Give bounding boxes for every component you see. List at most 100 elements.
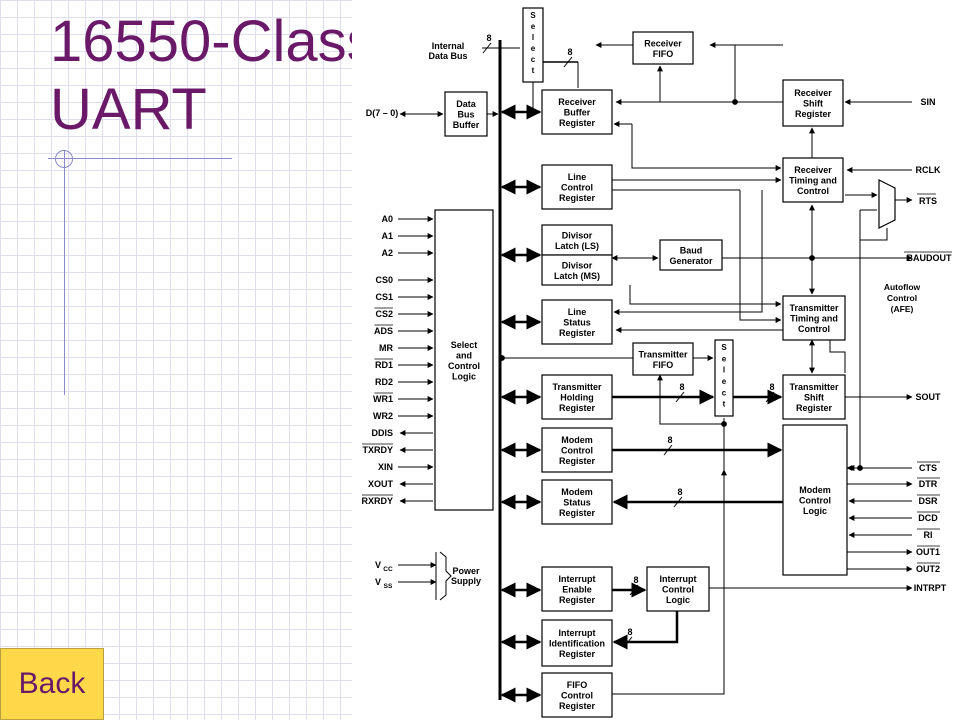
data-bus-buffer-block-label: Buffer <box>453 120 480 130</box>
receiver-fifo-block <box>632 31 694 65</box>
select-control-logic-block <box>434 209 494 511</box>
vcc-sub-label: CC <box>383 566 393 573</box>
vss-label: V <box>375 577 381 587</box>
divisor-latch-ms-block-label: Latch (MS) <box>554 271 600 281</box>
modem-control-register-block-label: Control <box>561 446 593 456</box>
pin-out1-label: OUT1 <box>916 547 940 557</box>
internal-bus-label: Data Bus <box>428 51 467 61</box>
pin-sout-label: SOUT <box>915 392 941 402</box>
bus-width-label: 8 <box>769 382 774 392</box>
bus-width-label: 8 <box>627 627 632 637</box>
select-mux-top-label: c <box>531 55 536 64</box>
select-mux-top-label: e <box>531 44 536 53</box>
select-mux-tx-label: t <box>723 400 726 409</box>
interrupt-id-register-block <box>541 619 613 667</box>
receiver-shift-register-block <box>782 79 844 127</box>
title-underline <box>48 158 232 159</box>
divisor-latch-ls-block <box>541 224 613 256</box>
modem-control-logic-block-label: Logic <box>803 506 827 516</box>
transmitter-shift-register-block <box>782 374 846 420</box>
receiver-shift-register-block-label: Register <box>795 109 832 119</box>
bus-width-slash <box>629 584 639 596</box>
transmitter-shift-register-block-label: Register <box>796 403 833 413</box>
bus-width-slash <box>482 42 492 54</box>
bus-width-label: 8 <box>667 435 672 445</box>
receiver-shift-register-block-label: Shift <box>803 99 823 109</box>
pin-sin-label: SIN <box>920 97 935 107</box>
pin-cs2-label: CS2 <box>375 309 393 319</box>
slide-title: 16550-Class UART <box>50 8 376 144</box>
divisor-latch-ms-block <box>541 254 613 286</box>
vss-sub-label: SS <box>384 583 393 590</box>
transmitter-holding-register-block-label: Holding <box>560 393 594 403</box>
transmitter-shift-register-block-label: Transmitter <box>789 382 839 392</box>
pin-mr-label: MR <box>379 343 393 353</box>
pin-xout-label: XOUT <box>368 479 394 489</box>
pin-a0-label: A0 <box>381 214 393 224</box>
buffer-to-rx-timing <box>631 124 782 171</box>
pin-wr2-label: WR2 <box>373 411 393 421</box>
modem-status-register-block-label: Register <box>559 508 596 518</box>
pin-cts-label: CTS <box>919 463 937 473</box>
fifo-control-register-block <box>541 672 613 718</box>
select-mux-tx-label: c <box>722 388 727 397</box>
receiver-fifo-block-label: Receiver <box>644 38 682 48</box>
bus-width-label: 8 <box>679 382 684 392</box>
afe-label: (AFE) <box>891 304 914 314</box>
afe-label: Control <box>887 293 917 303</box>
line-status-register-block <box>541 299 613 345</box>
pin-a2-label: A2 <box>381 248 393 258</box>
back-button[interactable]: Back <box>0 648 104 720</box>
receiver-buffer-register-block <box>541 89 613 135</box>
fifo-control-register-block-label: Register <box>559 701 596 711</box>
pin-xin-label: XIN <box>378 462 393 472</box>
pin-dcd-label: DCD <box>918 513 938 523</box>
slide-title-line2: UART <box>50 77 207 142</box>
pin-rd2-label: RD2 <box>375 377 393 387</box>
junction-dot <box>499 355 505 361</box>
modem-control-register-block-label: Modem <box>561 435 593 445</box>
vertical-rule <box>64 150 65 395</box>
receiver-buffer-register-block-label: Receiver <box>558 97 596 107</box>
select-mux-tx-label: e <box>722 377 727 386</box>
interrupt-enable-register-block-label: Register <box>559 595 596 605</box>
interrupt-control-logic-block-label: Logic <box>666 595 690 605</box>
fifo-control-register-block-label: Control <box>561 691 593 701</box>
select-mux-top-label: l <box>532 33 534 42</box>
vcc-label: V <box>375 560 381 570</box>
modem-status-register-block-label: Status <box>563 498 591 508</box>
baud-generator-block-label: Baud <box>680 245 703 255</box>
lcr-to-tx-timing <box>739 190 782 323</box>
transmitter-timing-control-block-label: Timing and <box>790 314 838 324</box>
power-supply-label: Supply <box>451 576 481 586</box>
bus-width-slash <box>623 636 633 648</box>
transmitter-timing-control-block-label: Control <box>798 324 830 334</box>
select-mux-top <box>522 7 544 83</box>
pin-a1-label: A1 <box>381 231 393 241</box>
receiver-buffer-register-block-label: Buffer <box>564 108 591 118</box>
pin-cs1-label: CS1 <box>375 292 393 302</box>
modem-control-register-block-label: Register <box>559 456 596 466</box>
modem-status-register-block <box>541 479 613 525</box>
line-control-register-block-label: Register <box>559 193 596 203</box>
rts-mux-select <box>860 228 888 241</box>
pin-rclk-label: RCLK <box>916 165 941 175</box>
data-bus-buffer-block-label: Data <box>456 99 477 109</box>
divisor-latch-ls-block-label: Latch (LS) <box>555 241 599 251</box>
select-mux-tx-label: l <box>723 366 725 375</box>
pin-ri-label: RI <box>924 530 933 540</box>
modem-status-register-block-label: Modem <box>561 487 593 497</box>
pin-wr1-label: WR1 <box>373 394 393 404</box>
transmitter-holding-register-block-label: Transmitter <box>552 382 602 392</box>
pin-dsr-label: DSR <box>918 496 938 506</box>
tx-timing-tsr <box>829 340 846 373</box>
line-control-register-block-label: Control <box>561 183 593 193</box>
interrupt-enable-register-block-label: Enable <box>562 585 592 595</box>
junction-dot <box>809 255 815 261</box>
select-mux-tx-label: S <box>721 343 727 352</box>
pin-intrpt-label: INTRPT <box>914 583 947 593</box>
modem-control-logic-block-label: Modem <box>799 485 831 495</box>
line-control-register-block-label: Line <box>568 172 587 182</box>
interrupt-enable-register-block <box>541 566 613 612</box>
